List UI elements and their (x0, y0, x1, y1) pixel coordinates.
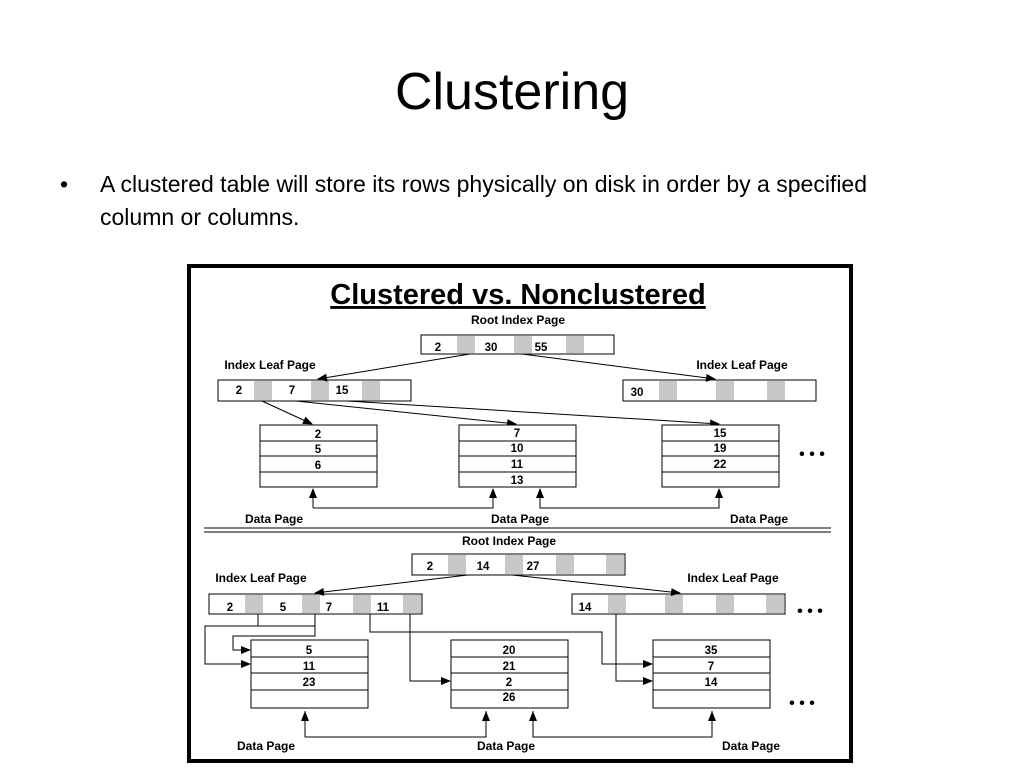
nonclustered-data-page: 20 21 2 26 (450, 639, 569, 709)
clustered-data-page: 7 10 11 13 (458, 424, 577, 488)
root-key: 55 (535, 342, 548, 354)
arrow (309, 488, 317, 498)
root-key: 30 (485, 342, 498, 354)
arrow (536, 488, 544, 498)
data-row: 7 (708, 661, 714, 673)
leaf-key: 2 (227, 602, 233, 614)
nonclustered-leaf-label-right: Index Leaf Page (687, 571, 779, 585)
data-page-label: Data Page (245, 512, 303, 526)
arrow (615, 614, 653, 685)
data-row: 20 (503, 645, 516, 657)
nonclustered-leaf-page-right: 14 (571, 593, 786, 615)
nonclustered-root-page: 2 14 27 (411, 553, 626, 576)
bullet-marker: • (60, 171, 69, 197)
nonclustered-section: Root Index Page 2 14 27 Index Leaf Page … (204, 534, 823, 753)
leaf-key: 5 (280, 602, 287, 614)
diagram-title: Clustered vs. Nonclustered (330, 279, 706, 311)
data-row: 15 (714, 428, 727, 440)
root-key: 27 (527, 561, 540, 573)
bullet-text: A clustered table will store its rows ph… (100, 171, 868, 230)
data-row: 26 (503, 692, 516, 704)
data-page-label: Data Page (491, 512, 549, 526)
data-row: 35 (705, 645, 718, 657)
leaf-key: 7 (326, 602, 332, 614)
nonclustered-root-label: Root Index Page (462, 534, 556, 548)
clustered-leaf-label-right: Index Leaf Page (696, 358, 788, 372)
data-row: 7 (514, 428, 520, 440)
root-key: 2 (435, 342, 441, 354)
arrow (301, 711, 309, 721)
data-row: 5 (315, 444, 322, 456)
leaf-key: 30 (631, 387, 644, 399)
clustered-root-label: Root Index Page (471, 313, 565, 327)
data-page-label: Data Page (237, 739, 295, 753)
ellipsis: • • • (799, 446, 825, 463)
data-row: 10 (511, 443, 524, 455)
arrow (204, 614, 316, 668)
arrow (489, 488, 497, 498)
nonclustered-leaf-label-left: Index Leaf Page (215, 571, 307, 585)
clustered-data-page: 2 5 6 (259, 424, 378, 488)
leaf-key: 2 (236, 385, 242, 397)
clustered-data-page: 15 19 22 (661, 424, 780, 488)
clustered-leaf-page-left: 2 7 15 (217, 379, 412, 402)
clustered-root-page: 2 30 55 (420, 334, 615, 355)
data-row: 2 (315, 429, 321, 441)
arrow (346, 400, 720, 428)
leaf-key: 15 (336, 385, 349, 397)
arrow (295, 400, 517, 428)
data-row: 19 (714, 443, 727, 455)
data-row: 6 (315, 460, 321, 472)
data-row: 11 (303, 661, 316, 673)
nonclustered-data-page: 35 7 14 (652, 639, 771, 709)
arrow (261, 400, 313, 425)
nonclustered-data-page: 5 11 23 (250, 639, 369, 709)
clustered-leaf-label-left: Index Leaf Page (224, 358, 316, 372)
data-page-label: Data Page (477, 739, 535, 753)
arrow (317, 353, 471, 382)
arrow (511, 574, 681, 597)
data-row: 5 (306, 645, 313, 657)
arrow (715, 488, 723, 498)
ellipsis: • • • (789, 695, 815, 712)
data-row: 11 (511, 459, 524, 471)
arrow (521, 353, 716, 382)
arrow (482, 711, 490, 721)
ellipsis: • • • (797, 603, 823, 620)
slide-title: Clustering (394, 63, 630, 121)
clustered-section: Root Index Page 2 30 55 Index Leaf Page … (217, 313, 825, 526)
root-key: 2 (427, 561, 433, 573)
data-row: 23 (303, 677, 316, 689)
data-row: 13 (511, 475, 524, 487)
data-page-label: Data Page (730, 512, 788, 526)
root-key: 14 (477, 561, 490, 573)
data-row: 2 (506, 677, 512, 689)
arrow (708, 711, 716, 721)
arrow (409, 614, 451, 685)
nonclustered-leaf-page-left: 2 5 7 11 (208, 593, 423, 615)
data-page-label: Data Page (722, 739, 780, 753)
arrow (529, 711, 537, 721)
leaf-key: 11 (377, 602, 390, 614)
data-row: 22 (714, 459, 727, 471)
arrow (314, 574, 469, 596)
bullet-list: • A clustered table will store its rows … (60, 168, 940, 234)
arrow (369, 614, 653, 668)
bullet-item: • A clustered table will store its rows … (60, 168, 940, 234)
leaf-key: 7 (289, 385, 295, 397)
data-row: 21 (503, 661, 516, 673)
clustered-leaf-page-right: 30 (622, 379, 817, 402)
leaf-key: 14 (579, 602, 592, 614)
data-row: 14 (705, 677, 718, 689)
